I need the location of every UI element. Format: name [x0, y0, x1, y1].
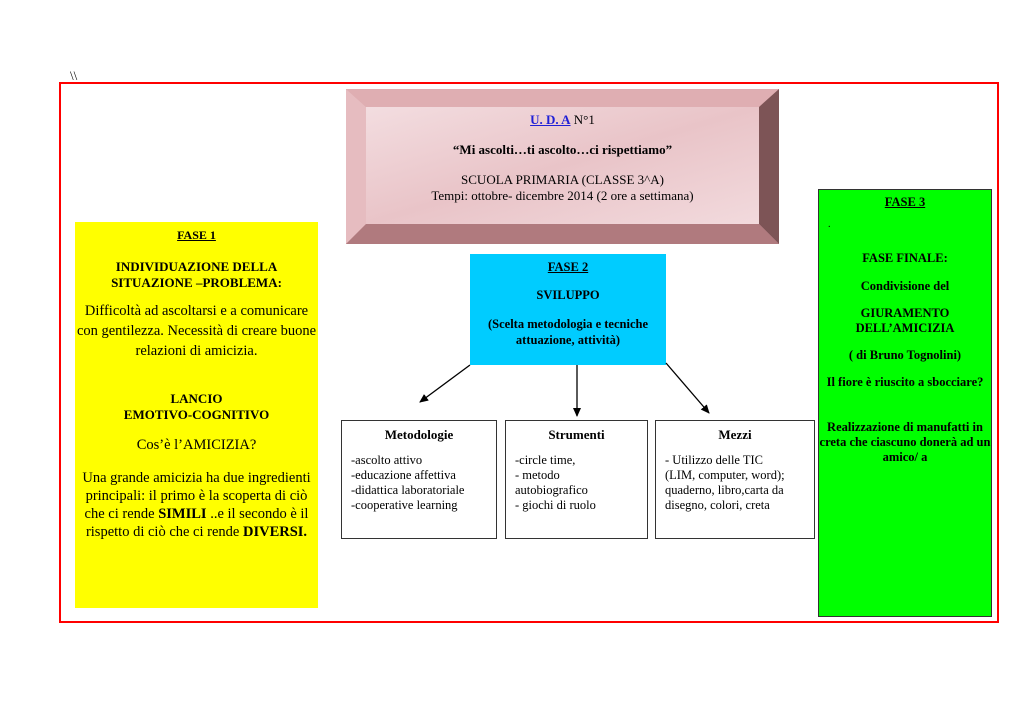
- motto: “Mi ascolti…ti ascolto…ci rispettiamo”: [452, 142, 673, 157]
- list-item: quaderno, libro,carta da: [665, 483, 784, 497]
- fase3-author: ( di Bruno Tognolini): [848, 348, 962, 362]
- school-class: SCUOLA PRIMARIA (CLASSE 3^A): [461, 172, 664, 187]
- fase1-text-part2: ..e il secondo è il rispetto di ciò che …: [85, 506, 309, 540]
- fase1-subtitle-line1: INDIVIDUAZIONE DELLA: [115, 259, 278, 274]
- list-item: -cooperative learning: [351, 498, 458, 512]
- list-item: -circle time,: [515, 453, 576, 467]
- list-item: - giochi di ruolo: [515, 498, 596, 512]
- fase3-panel: FASE 3 . FASE FINALE: Condivisione del G…: [818, 189, 992, 617]
- box-title: Metodologie: [384, 427, 454, 442]
- fase1-text-part1: Una grande amicizia ha due ingredienti p…: [82, 470, 311, 522]
- list-item: -didattica laboratoriale: [351, 483, 465, 497]
- fase3-condivisione: Condivisione del: [860, 279, 950, 293]
- arrow-mezzi: [665, 362, 710, 414]
- arrow-metodologie: [419, 364, 471, 403]
- box-mezzi: Mezzi - Utilizzo delle TIC (LIM, compute…: [655, 420, 815, 539]
- tempi: Tempi: ottobre- dicembre 2014 (2 ore a s…: [431, 188, 694, 203]
- fase2-title: FASE 2: [547, 260, 589, 274]
- bevel-shape: [346, 89, 779, 244]
- list-item: - Utilizzo delle TIC: [665, 453, 764, 467]
- uda-title: U. D. A N°1: [366, 112, 759, 128]
- box-title: Strumenti: [548, 427, 605, 442]
- list-item: - metodo: [515, 468, 560, 482]
- fase1-subtitle: INDIVIDUAZIONE DELLA SITUAZIONE –PROBLEM…: [75, 259, 318, 291]
- fase1-bold-simili: SIMILI: [158, 506, 207, 522]
- fase3-finale: FASE FINALE:: [862, 251, 948, 265]
- page-frame: [59, 82, 999, 623]
- box-list: - Utilizzo delle TIC (LIM, computer, wor…: [656, 453, 814, 513]
- fase1-problem: Difficoltà ad ascoltarsi e a comunicare …: [76, 303, 317, 359]
- fase3-title: FASE 3: [884, 195, 926, 209]
- box-title: Mezzi: [718, 427, 752, 442]
- box-list: -circle time, - metodo autobiografico - …: [506, 453, 647, 513]
- fase1-bold-diversi: DIVERSI.: [242, 524, 308, 540]
- fase1-lancio: LANCIO EMOTIVO-COGNITIVO: [75, 391, 318, 423]
- giuramento-line2: DELL’AMICIZIA: [855, 321, 955, 335]
- lancio-line2: EMOTIVO-COGNITIVO: [123, 407, 270, 422]
- box-list: -ascolto attivo -educazione affettiva -d…: [342, 453, 496, 513]
- list-item: autobiografico: [515, 483, 588, 497]
- header-text: U. D. A N°1 “Mi ascolti…ti ascolto…ci ri…: [366, 107, 759, 204]
- box-strumenti: Strumenti -circle time, - metodo autobio…: [505, 420, 648, 539]
- fase1-subtitle-line2: SITUAZIONE –PROBLEMA:: [111, 275, 282, 290]
- fase1-panel: FASE 1 INDIVIDUAZIONE DELLA SITUAZIONE –…: [75, 222, 318, 608]
- list-item: -educazione affettiva: [351, 468, 456, 482]
- arrows: [419, 362, 710, 417]
- fase1-paragraph: Una grande amicizia ha due ingredienti p…: [75, 469, 318, 541]
- fase2-description: (Scelta metodologia e tecniche attuazion…: [487, 317, 649, 347]
- fase3-realizzazione: Realizzazione di manufatti in creta che …: [819, 420, 991, 464]
- corner-mark: \\: [70, 68, 78, 83]
- uda-link[interactable]: U. D. A: [530, 112, 571, 127]
- list-item: (LIM, computer, word);: [665, 468, 785, 482]
- giuramento-line1: GIURAMENTO: [860, 306, 950, 320]
- fase1-question: Cos’è l’AMICIZIA?: [136, 437, 257, 453]
- fase3-question: Il fiore è riuscito a sbocciare?: [826, 375, 984, 389]
- box-metodologie: Metodologie -ascolto attivo -educazione …: [341, 420, 497, 539]
- fase3-dot: .: [828, 219, 831, 230]
- fase1-title: FASE 1: [177, 228, 216, 242]
- fase2-subtitle: SVILUPPO: [536, 288, 600, 302]
- lancio-line1: LANCIO: [170, 391, 223, 406]
- list-item: -ascolto attivo: [351, 453, 423, 467]
- list-item: disegno, colori, creta: [665, 498, 770, 512]
- fase2-panel: FASE 2 SVILUPPO (Scelta metodologia e te…: [470, 254, 666, 365]
- fase3-giuramento: GIURAMENTO DELL’AMICIZIA: [819, 306, 991, 336]
- header-bevel: U. D. A N°1 “Mi ascolti…ti ascolto…ci ri…: [346, 89, 779, 244]
- uda-number: N°1: [570, 112, 595, 127]
